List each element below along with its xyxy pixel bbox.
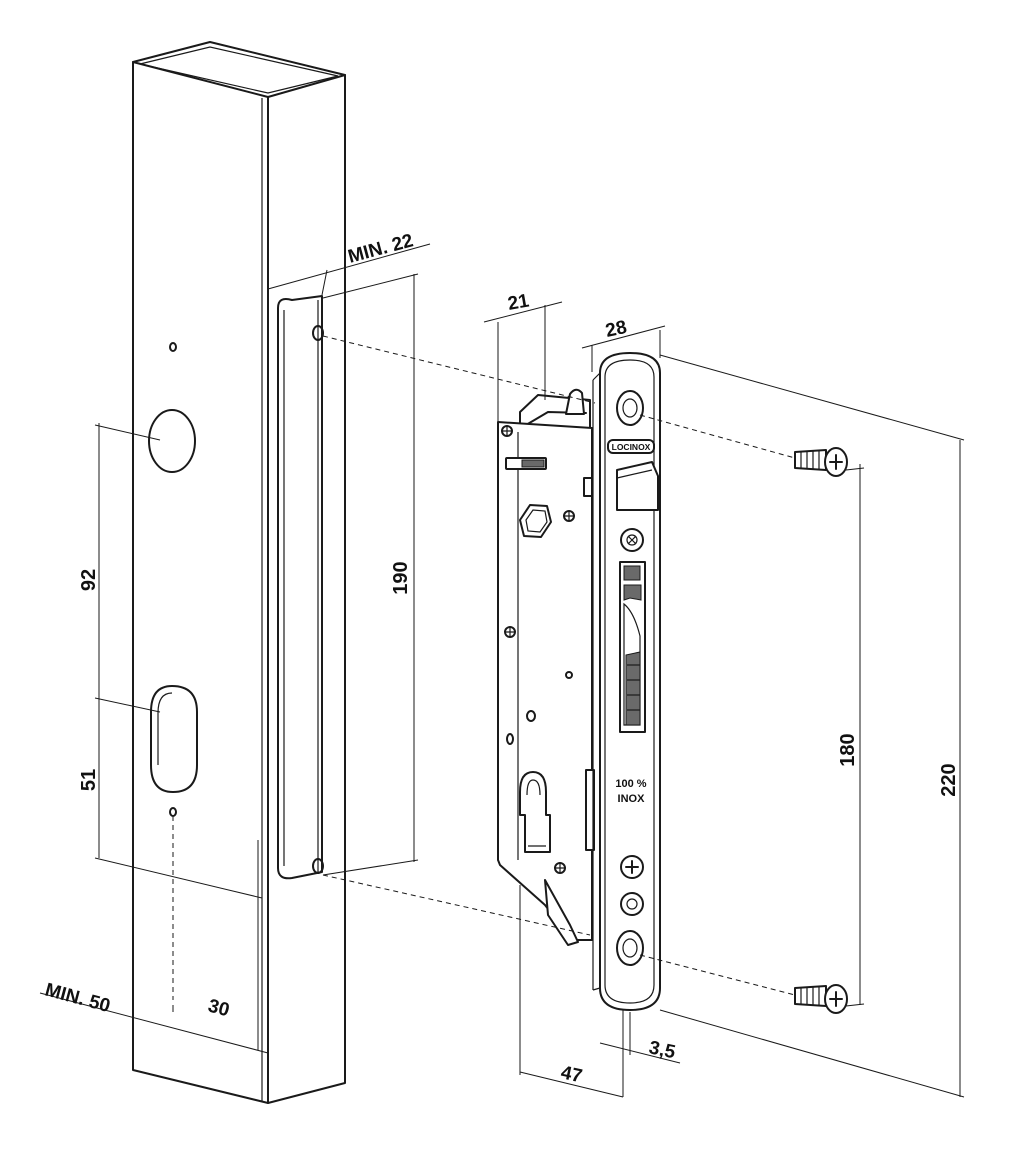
fixing-screw-bottom [794,984,848,1014]
dim-47: 47 [519,885,624,1098]
cylinder-cutout [519,771,551,853]
dim-28-label: 28 [604,317,629,342]
dim-92-label: 92 [78,569,100,591]
dim-30-label: 30 [206,996,232,1022]
case-screw-3 [504,626,516,638]
case-screw-2 [563,510,575,522]
material-label-line2: INOX [618,793,646,805]
dim-min-22-label: MIN. 22 [346,230,416,268]
dim-190-label: 190 [390,561,412,594]
fixing-screw-top [794,447,848,477]
dim-220-label: 220 [938,763,960,796]
case-screw-1 [501,425,513,437]
dim-28: 28 [581,317,666,372]
dim-21: 21 [483,290,563,860]
brand-badge [607,439,655,454]
hook-bolt [619,561,646,733]
dim-3-5-label: 3,5 [647,1037,678,1063]
lock-body [497,388,595,946]
handle-hole [148,409,196,473]
dim-3-5: 3,5 [599,1012,681,1064]
dim-51-label: 51 [78,769,100,791]
faceplate: LOCINOX 100 % INOX [592,352,661,1011]
latch-bolt [616,461,659,511]
dim-180: 180 [837,464,865,1007]
dim-min-50-label: MIN. 50 [43,980,113,1018]
alignment-lines [172,335,796,1000]
gate-post [132,41,346,1104]
dim-180-label: 180 [837,733,859,766]
dim-21-label: 21 [506,290,531,314]
dim-220: 220 [659,354,965,1098]
cylinder-hole [150,685,198,793]
dim-190: 190 [322,273,419,876]
material-label-line1: 100 % [615,778,646,790]
brand-logo: LOCINOX [612,442,651,452]
case-screw-4 [554,862,566,874]
dim-92-51: 92 51 [78,423,263,899]
dim-min-22: MIN. 22 [267,230,431,296]
dim-47-label: 47 [559,1062,584,1087]
